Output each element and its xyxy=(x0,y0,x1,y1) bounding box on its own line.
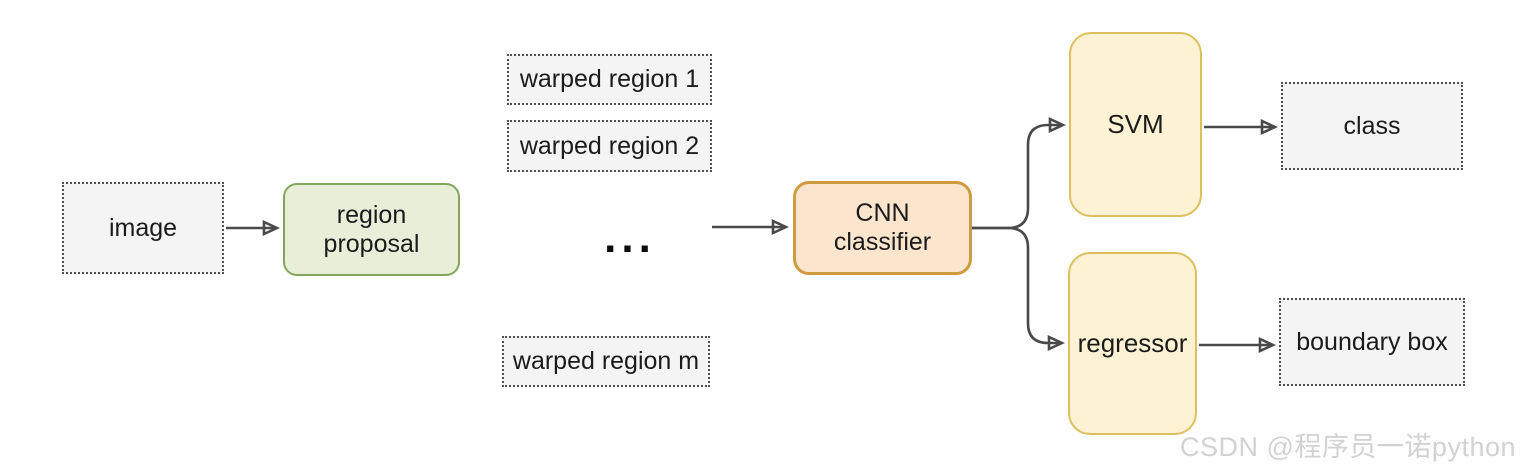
node-region-proposal-label: region proposal xyxy=(323,200,420,258)
node-boundary-box-label: boundary box xyxy=(1296,327,1448,356)
node-warped-region-2: warped region 2 xyxy=(507,120,712,172)
node-class: class xyxy=(1281,82,1463,170)
node-svm: SVM xyxy=(1069,32,1202,217)
node-region-proposal: region proposal xyxy=(283,183,460,276)
node-boundary-box: boundary box xyxy=(1279,298,1465,386)
ellipsis-text: ... xyxy=(590,198,670,263)
ellipsis-label: ... xyxy=(604,213,656,263)
node-cnn-classifier: CNN classifier xyxy=(793,181,972,275)
node-warped-region-1-label: warped region 1 xyxy=(519,65,700,94)
node-class-label: class xyxy=(1343,111,1401,140)
node-warped-region-m-label: warped region m xyxy=(512,347,700,376)
node-warped-region-m: warped region m xyxy=(502,336,710,387)
edge-cnn-classifier-to-regressor xyxy=(972,226,1061,343)
node-warped-region-2-label: warped region 2 xyxy=(519,131,700,160)
node-warped-region-1: warped region 1 xyxy=(507,54,712,105)
node-svm-label: SVM xyxy=(1107,108,1164,139)
node-cnn-classifier-label: CNN classifier xyxy=(833,199,932,256)
node-image-label: image xyxy=(108,213,178,242)
node-regressor: regressor xyxy=(1068,252,1197,435)
edge-cnn-classifier-to-svm xyxy=(972,125,1062,230)
node-image: image xyxy=(62,182,224,274)
node-regressor-label: regressor xyxy=(1077,327,1188,358)
csdn-watermark: CSDN @程序员一诺python xyxy=(1180,432,1516,462)
